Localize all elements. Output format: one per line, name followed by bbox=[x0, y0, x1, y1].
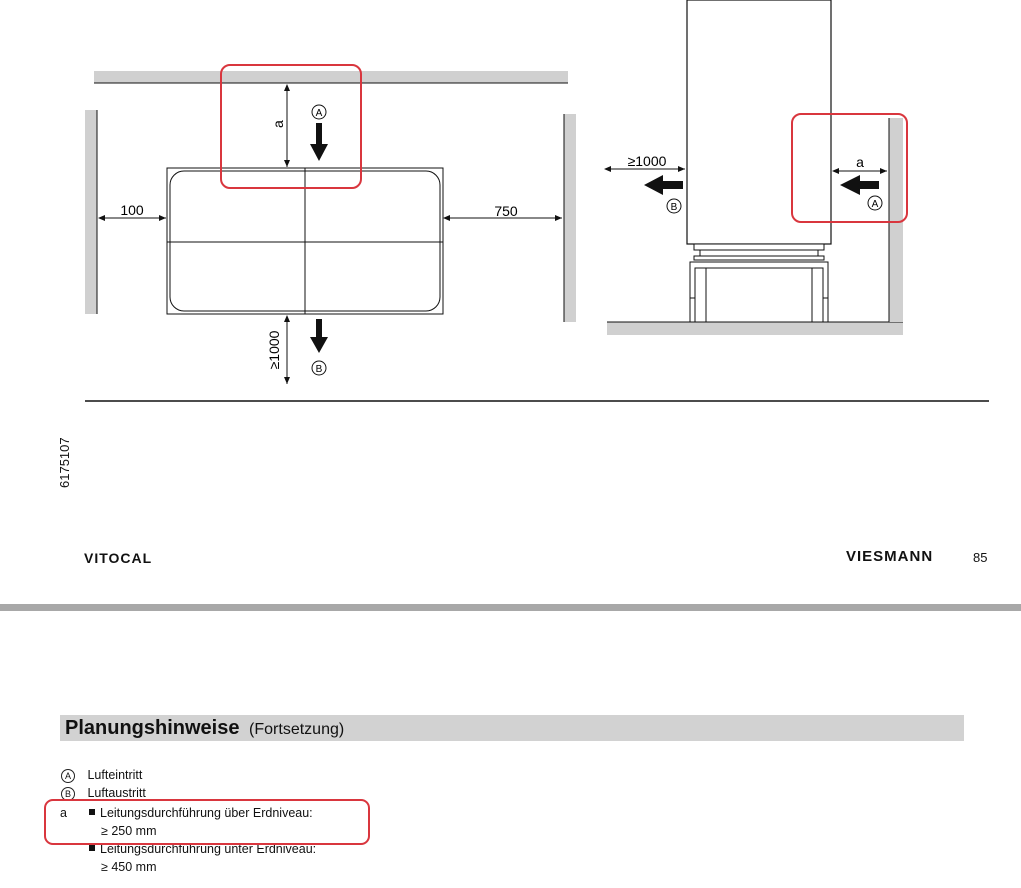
marker-a-right: A bbox=[872, 199, 879, 210]
page-separator bbox=[0, 604, 1021, 611]
bullet-item-2: Leitungsdurchführung unter Erdniveau: bbox=[89, 840, 316, 858]
back-wall bbox=[94, 71, 568, 83]
highlight-box-side bbox=[791, 113, 908, 223]
floor bbox=[607, 322, 903, 335]
section-title: Planungshinweise bbox=[65, 717, 240, 739]
air-outlet-arrow bbox=[310, 319, 328, 353]
air-outlet-arrow-side bbox=[644, 175, 683, 195]
marker-b-right: B bbox=[671, 202, 678, 213]
heat-pump-unit-side bbox=[686, 0, 832, 245]
dim-750-label: 750 bbox=[494, 203, 518, 219]
section-header: Planungshinweise (Fortsetzung) bbox=[60, 715, 964, 741]
marker-a-legend: A bbox=[61, 768, 75, 783]
section-title-wrap: Planungshinweise (Fortsetzung) bbox=[65, 717, 344, 740]
legend-b-text: Luftaustritt bbox=[87, 786, 146, 800]
vitocal-brand: VITOCAL bbox=[84, 550, 153, 566]
marker-b-left: B bbox=[316, 364, 323, 375]
installation-drawing: a A 100 750 ≥1000 B bbox=[85, 0, 989, 402]
bullet1-value: ≥ 250 mm bbox=[101, 824, 157, 838]
air-inlet-arrow bbox=[310, 123, 328, 161]
dim-a-side-label: a bbox=[856, 154, 864, 170]
bullet2-value: ≥ 450 mm bbox=[101, 860, 157, 874]
legend-item-b: B Luftaustritt bbox=[61, 784, 146, 802]
bullet-square bbox=[89, 845, 95, 851]
page-top: a A 100 750 ≥1000 B bbox=[57, 0, 989, 566]
highlight-box-legend bbox=[44, 799, 370, 845]
top-view-diagram: a A 100 750 ≥1000 B bbox=[85, 64, 576, 384]
dim-1000-label: ≥1000 bbox=[628, 153, 667, 169]
legend-key-a: a bbox=[60, 806, 67, 820]
bullet1-text: Leitungsdurchführung über Erdniveau: bbox=[100, 806, 313, 820]
dim-a-label: a bbox=[270, 120, 286, 128]
bullet2-text: Leitungsdurchführung unter Erdniveau: bbox=[100, 842, 317, 856]
legend-a-text: Lufteintritt bbox=[87, 768, 143, 782]
air-inlet-arrow-side bbox=[840, 175, 879, 195]
dim-bottom-label: ≥1000 bbox=[266, 330, 282, 369]
left-wall bbox=[85, 110, 97, 314]
viessmann-logo: VIESMANN bbox=[846, 548, 934, 565]
bullet-item-1: Leitungsdurchführung über Erdniveau: bbox=[89, 804, 313, 822]
section-subtitle: (Fortsetzung) bbox=[249, 721, 345, 738]
side-wall bbox=[889, 118, 903, 322]
document-id: 6175107 bbox=[57, 437, 72, 488]
marker-a-left: A bbox=[316, 108, 323, 119]
legend-item-a: A Lufteintritt bbox=[61, 766, 142, 784]
right-wall bbox=[564, 114, 576, 322]
highlight-box-top bbox=[220, 64, 362, 189]
bullet-square bbox=[89, 809, 95, 815]
stand bbox=[689, 261, 829, 323]
page-number: 85 bbox=[973, 550, 988, 565]
side-view-diagram: ≥1000 B a A bbox=[604, 0, 908, 335]
dim-100-label: 100 bbox=[120, 202, 144, 218]
